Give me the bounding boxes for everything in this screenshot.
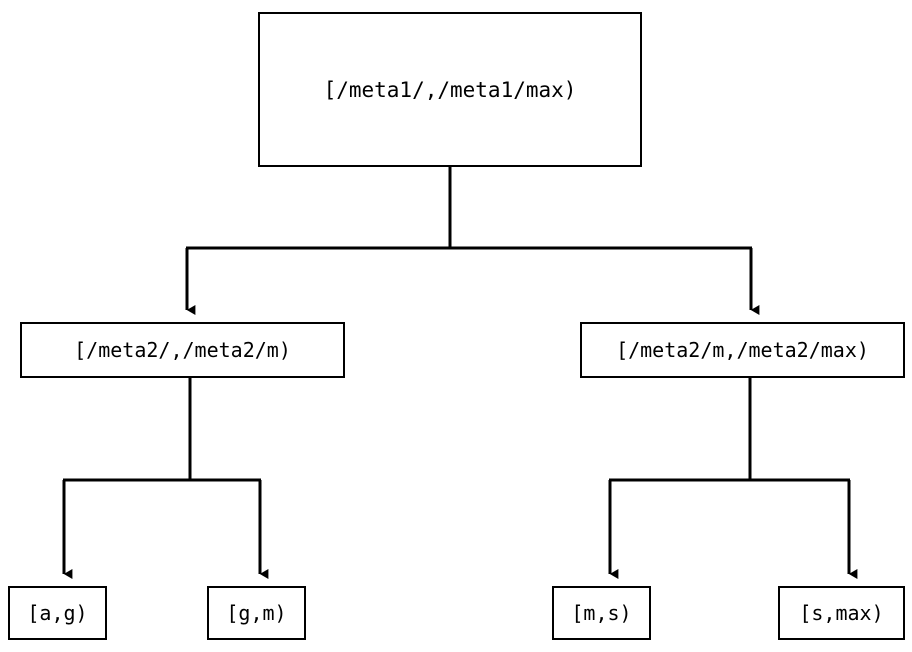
tree-node-leaf-m-s[interactable]: [m,s) — [552, 586, 651, 640]
edge-mid-right-to-leaf-bus — [609, 378, 850, 482]
tree-node-leaf-a-g[interactable]: [a,g) — [8, 586, 107, 640]
edge-root-to-level1-bus — [186, 167, 752, 250]
edge-mid-left-to-leaf-bus — [63, 378, 261, 482]
tree-node-leaf-g-m[interactable]: [g,m) — [207, 586, 306, 640]
tree-node-mid-right[interactable]: [/meta2/m,/meta2/max) — [580, 322, 905, 378]
tree-node-root[interactable]: [/meta1/,/meta1/max) — [258, 12, 642, 167]
tree-node-mid-left[interactable]: [/meta2/,/meta2/m) — [20, 322, 345, 378]
tree-node-leaf-s-max[interactable]: [s,max) — [778, 586, 905, 640]
